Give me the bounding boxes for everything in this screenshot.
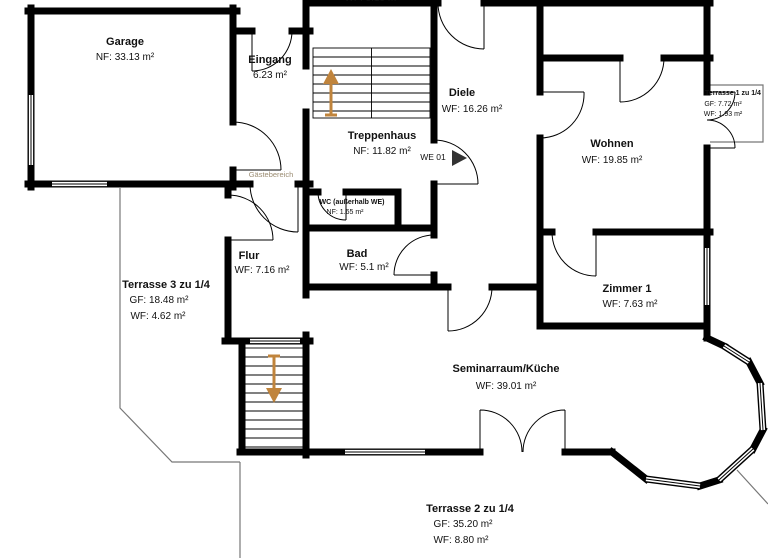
terrace2-gf: GF: 35.20 m² [433,519,493,530]
windows [27,95,767,490]
terrace1-wf: WF: 1.93 m² [703,111,743,118]
room-area-treppenhaus: NF: 11.82 m² [353,146,411,157]
seminarraum-terrace-double-door [479,409,566,453]
seminarraum-door [447,286,493,332]
eingang-walls [233,27,314,188]
terrasse3-outline [119,188,240,463]
room-label-garage: Garage [106,36,144,48]
bad-door [393,234,435,276]
garage-walls [24,4,241,191]
room-area-diele: WF: 16.26 m² [441,104,503,115]
wc-door [317,191,347,221]
we01-unit-door [433,139,479,185]
stair-down-arrow-icon [266,354,282,403]
room-area-bad: WF: 5.1 m² [339,262,389,273]
room-label-eingang: Eingang [248,54,292,66]
terrasse1-double-door [706,91,736,149]
wohnen-top-door [619,57,665,103]
stairs-main [312,47,431,119]
stair-up-arrow-icon [323,69,339,117]
terrace-outlines [119,84,768,558]
terrace1-gf: GF: 7.72 m² [704,101,742,108]
left-exterior-walls [221,0,314,459]
unit-label-we01: WE 01 [420,152,446,162]
room-area-garage: NF: 33.13 m² [95,52,155,63]
interior-walls-center [302,0,544,291]
eingang-entrance-door [251,30,293,72]
terrace2-wf: WF: 8.80 m² [433,535,489,546]
room-area-eingang: 6.23 m² [253,70,287,81]
room-area-flur: WF: 7.16 m² [234,265,290,276]
room-label-wohnen: Wohnen [590,138,634,150]
room-area-seminarraum: WF: 39.01 m² [475,381,537,392]
terrasse2-outline [239,462,768,558]
room-label-diele: Diele [448,87,476,99]
diele-wohnen-door [539,91,585,139]
room-label-seminarraum: Seminarraum/Küche [452,363,560,375]
guest-area-label: Gästebereich [248,170,294,179]
eingang-flur-door [249,183,299,233]
garage-door [232,121,282,171]
room-label-zimmer1: Zimmer 1 [602,283,652,295]
terrace3-label: Terrasse 3 zu 1/4 [122,279,210,291]
room-area-wohnen: WF: 19.85 m² [581,155,643,166]
terrace3-gf: GF: 18.48 m² [129,295,189,306]
room-label-bad: Bad [346,248,368,260]
doors [227,2,736,453]
walls [24,0,768,491]
flur-terrace-door [227,194,274,241]
bay-walls [607,333,768,491]
diele-top-door [437,2,485,50]
terrace3-wf: WF: 4.62 m² [130,311,186,322]
terrasse1-outline [710,84,764,143]
unit-entrance-arrow-icon [452,150,467,166]
room-area-wc: NF: 1.65 m² [326,209,364,216]
cropped-room-area: WF: 9.19 m² [344,0,399,4]
terrace1-label: Terrasse 1 zu 1/4 [705,90,761,97]
room-label-wc: WC (außerhalb WE) [319,199,385,206]
room-label-flur: Flur [238,250,260,262]
interior-walls-east [536,0,714,330]
terrace2-label: Terrasse 2 zu 1/4 [426,503,514,515]
room-area-zimmer1: WF: 7.63 m² [602,299,658,310]
zimmer1-door [551,231,597,277]
room-label-treppenhaus: Treppenhaus [347,130,417,142]
